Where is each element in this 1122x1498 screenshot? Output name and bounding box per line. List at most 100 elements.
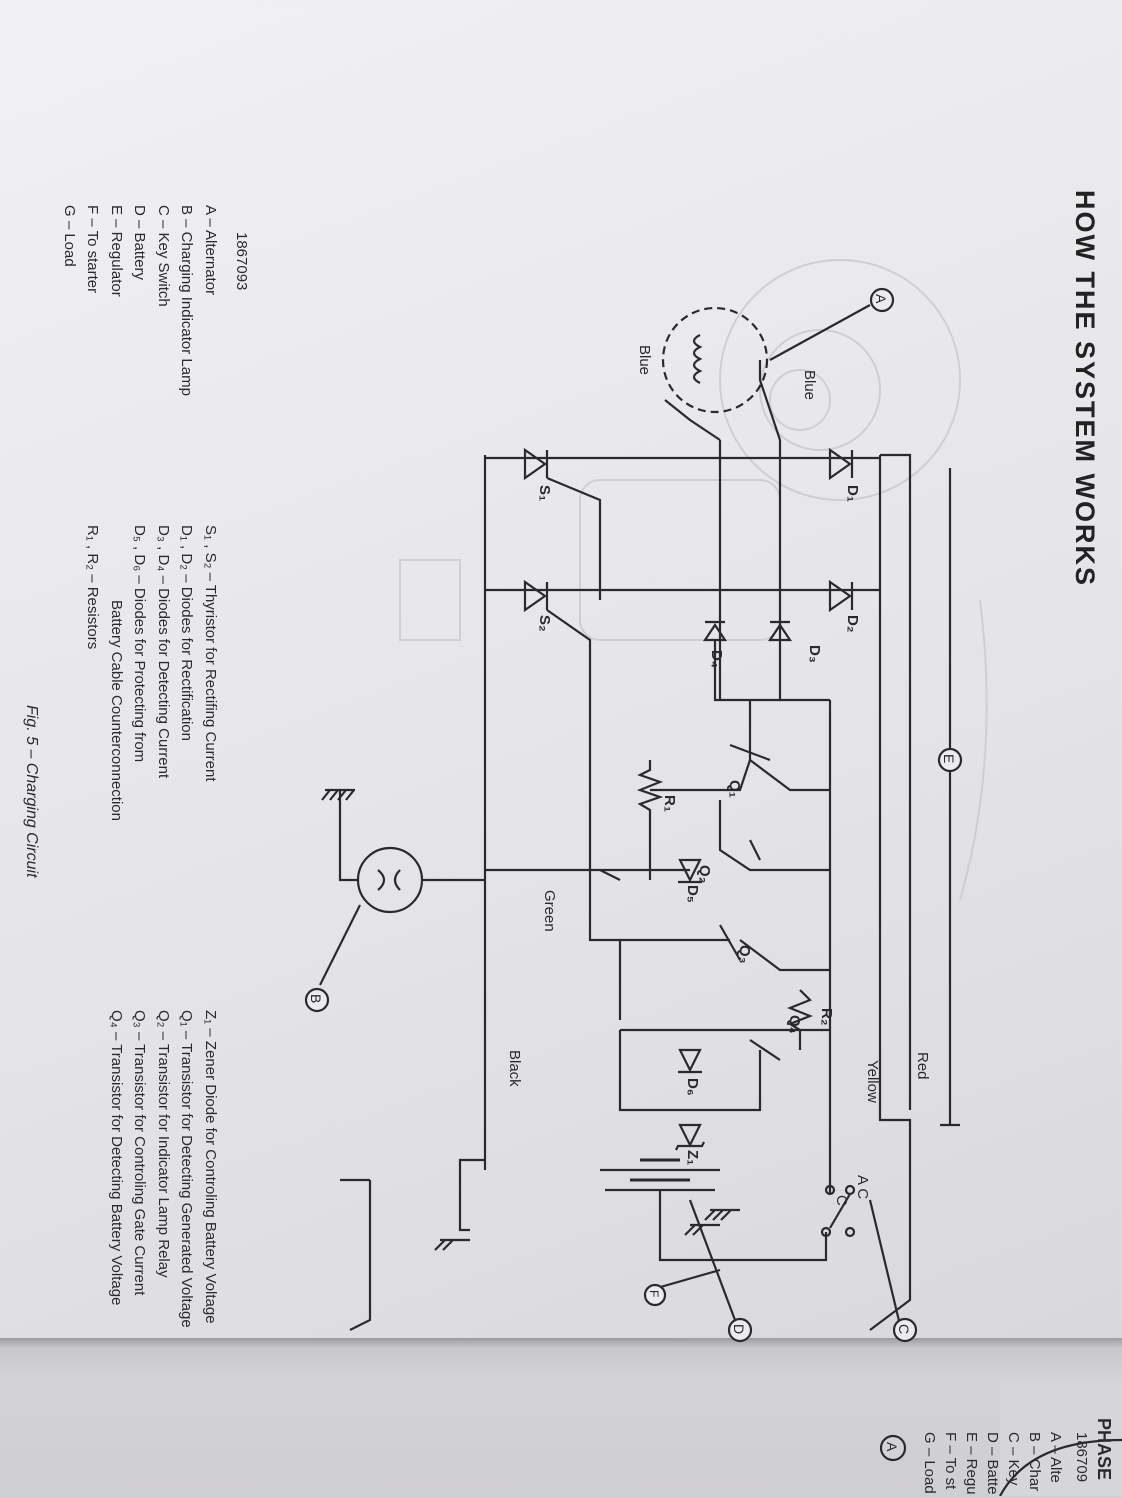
label-q3: Q₃ [736, 945, 753, 964]
label-q1: Q₁ [726, 780, 743, 798]
label-f: F [647, 1290, 661, 1297]
circuit-wire [828, 447, 852, 481]
legend-item: B – Char [1026, 1432, 1043, 1492]
circuit-wire [650, 759, 752, 792]
label-d2: D₂ [844, 615, 861, 633]
circuit-wire [546, 609, 592, 700]
legend-item: Battery Cable Counterconnection [108, 600, 125, 821]
legend-item: Q₂ – Transistor for Indicator Lamp Relay [155, 1010, 172, 1278]
label-q2: Q₂ [696, 865, 713, 883]
circuit-wire [523, 579, 547, 613]
label-z1: Z₁ [684, 1150, 701, 1165]
next-page-legend: A – Alte B – Char C – Key D – Batte E – … [919, 1432, 1066, 1495]
circuit-wire [868, 1199, 902, 1326]
legend-item: C – Key Switch [155, 205, 172, 307]
label-f-circle [643, 1283, 667, 1307]
circuit-wire [588, 700, 730, 942]
diode-d2 [828, 579, 854, 613]
circuit-wire [688, 1199, 737, 1321]
next-page-label-a-circle [879, 1434, 907, 1462]
legend-item: A – Alternator [202, 205, 219, 296]
circuit-wire [678, 1048, 702, 1073]
label-e-circle [937, 747, 963, 773]
figure-caption: Fig. 5 – Charging Circuit [23, 705, 40, 878]
figure-number: 1867093 [233, 232, 250, 291]
legend-item: Q₄ – Transistor for Detecting Battery Vo… [108, 1010, 125, 1306]
wire-label-blue-1: Blue [801, 370, 818, 400]
circuit-wire [719, 259, 961, 501]
label-key-ac: A C [854, 1175, 871, 1199]
page-title: HOW THE SYSTEM WORKS [1070, 190, 1100, 587]
circuit-wire [719, 924, 741, 961]
label-s1: S₁ [536, 485, 553, 501]
legend-item: E – Regu [963, 1432, 980, 1495]
legend-components-left: S₁ , S₂ – Thyristor for Rectifing Curren… [81, 525, 222, 821]
faint-background-drawing [399, 259, 988, 901]
diode-d3 [767, 620, 793, 642]
legend-item: F – To st [942, 1432, 959, 1490]
label-s2: S₂ [536, 615, 553, 632]
label-r1: R₁ [661, 795, 678, 812]
label-d3: D₃ [806, 645, 823, 663]
ground-icon [684, 1223, 720, 1236]
legend-item: A – Alte [1047, 1432, 1064, 1483]
legend-item: D₅ , D₆ – Diodes for Protecting from [131, 525, 149, 763]
next-page-corner [1000, 1380, 1122, 1496]
circuit-wire [523, 447, 547, 481]
resistor-r1 [636, 760, 664, 880]
wire-label-yellow: Yellow [864, 1060, 881, 1103]
legend-item: G – Load [921, 1432, 938, 1494]
next-page-label-a: A [884, 1442, 900, 1452]
alternator-icon [661, 306, 769, 414]
next-page-header: PHASE [1094, 1418, 1114, 1481]
next-page-background [0, 1338, 1122, 1498]
legend-item: R₁ , R₂ – Resistors [84, 525, 102, 650]
label-r2: R₂ [818, 1008, 835, 1026]
circuit-wire [678, 1123, 702, 1148]
legend-letters: A – Alternator B – Charging Indicator La… [58, 205, 223, 396]
label-q4: Q₄ [786, 1015, 803, 1034]
circuit-wire [748, 700, 830, 792]
legend-item: Q₁ – Transistor for Detecting Generated … [178, 1010, 196, 1328]
legend-item: F – To starter [84, 205, 102, 294]
load-wire [340, 1178, 372, 1331]
label-c-circle [892, 1317, 918, 1343]
ground-icon [704, 1208, 740, 1221]
legend-item: C – Key [1005, 1432, 1022, 1486]
diode-d1 [828, 447, 854, 481]
legend-item: B – Charging Indicator Lamp [178, 205, 196, 396]
battery-icon [600, 1158, 720, 1192]
label-d: D [731, 1324, 747, 1334]
circuit-wire [828, 579, 852, 613]
label-b-circle [304, 987, 330, 1013]
next-page-figure-number: 186709 [1073, 1432, 1090, 1483]
label-d1: D₁ [844, 485, 861, 502]
transistor-q1 [650, 700, 830, 792]
wire-label-green: Green [541, 890, 558, 932]
thyristor-s2 [523, 579, 592, 700]
circuit-wire [829, 1193, 851, 1229]
thyristor-s1 [523, 447, 602, 600]
label-d5: D₅ [684, 885, 701, 903]
legend-item: Z₁ – Zener Diode for Controling Battery … [202, 1010, 219, 1324]
circuit-wire [319, 904, 361, 986]
wire-label-black: Black [506, 1050, 523, 1087]
label-b: B [308, 994, 324, 1003]
legend-item: G – Load [61, 205, 78, 267]
circuit-wire [749, 839, 761, 861]
circuit-wire [618, 1030, 762, 1112]
label-d4: D₄ [708, 650, 725, 668]
circuit-wire [458, 1158, 485, 1232]
circuit-wire [739, 939, 830, 972]
circuit-wire [718, 800, 830, 872]
ground-icon [434, 1238, 470, 1251]
next-page-alternator-arc [999, 1438, 1122, 1496]
legend-item: Q₃ – Transistor for Controling Gate Curr… [131, 1010, 149, 1296]
zener-z1 [675, 1123, 705, 1151]
circuit-wire [399, 559, 461, 641]
green-arrow [599, 869, 621, 881]
circuit-wire [713, 640, 780, 702]
label-c: C [896, 1324, 912, 1334]
transistor-q3 [588, 700, 830, 1020]
